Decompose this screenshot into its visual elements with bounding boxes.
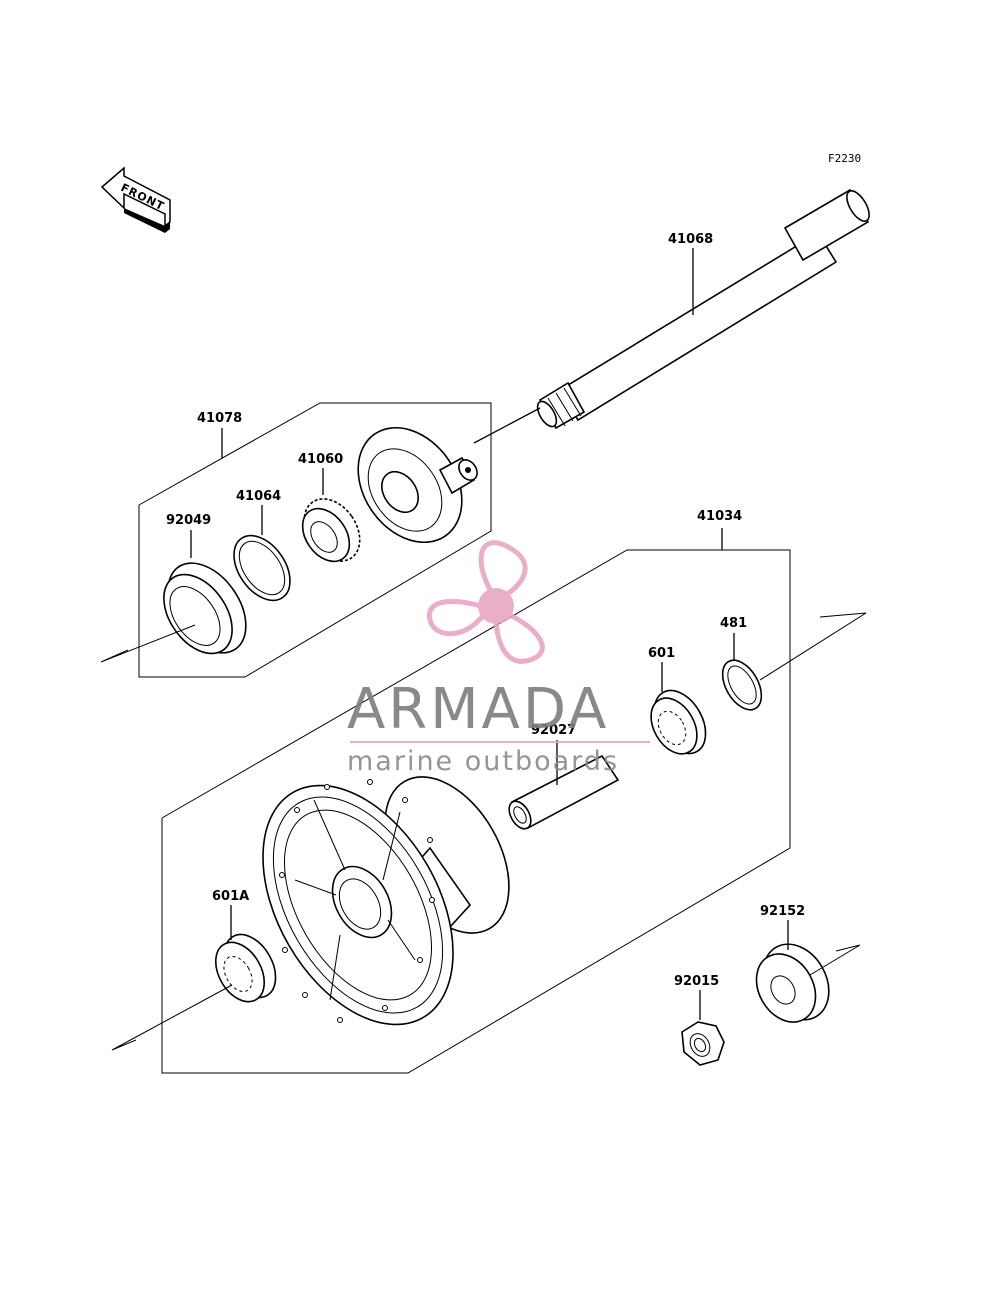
label-601A: 601A bbox=[212, 889, 249, 904]
nut-92015 bbox=[681, 1021, 725, 1066]
label-41078: 41078 bbox=[197, 411, 242, 426]
label-92152: 92152 bbox=[760, 904, 805, 919]
collar-92152 bbox=[755, 943, 830, 1023]
figure-code: F2230 bbox=[828, 152, 861, 165]
label-41034: 41034 bbox=[697, 509, 742, 524]
label-481: 481 bbox=[720, 616, 747, 631]
label-41068: 41068 bbox=[668, 232, 713, 247]
wheel-hub-41034 bbox=[262, 776, 510, 1026]
label-92015: 92015 bbox=[674, 974, 719, 989]
watermark-brand: ARMADA bbox=[347, 677, 609, 742]
gear-housing-41078 bbox=[357, 426, 478, 544]
group-box-41034 bbox=[161, 549, 791, 1074]
drive-ring-41064 bbox=[233, 534, 291, 602]
circlip-481 bbox=[721, 659, 763, 711]
label-601: 601 bbox=[648, 646, 675, 661]
watermark-tagline: marine outboards bbox=[347, 746, 619, 777]
label-92027: 92027 bbox=[531, 723, 576, 738]
spacer-tube-92027 bbox=[508, 754, 620, 830]
label-41060: 41060 bbox=[298, 452, 343, 467]
gear-41060 bbox=[301, 498, 361, 563]
oil-seal-92049 bbox=[163, 562, 247, 655]
label-92049: 92049 bbox=[166, 513, 211, 528]
bearing-601A bbox=[214, 933, 277, 1003]
bearing-601 bbox=[650, 689, 707, 755]
front-arrow-icon: FRONT bbox=[100, 166, 171, 233]
group-box-41078 bbox=[138, 402, 492, 678]
axle-41068 bbox=[473, 188, 870, 444]
propeller-logo-icon bbox=[427, 540, 545, 664]
label-41064: 41064 bbox=[236, 489, 281, 504]
watermark: ARMADA marine outboards bbox=[347, 540, 650, 777]
